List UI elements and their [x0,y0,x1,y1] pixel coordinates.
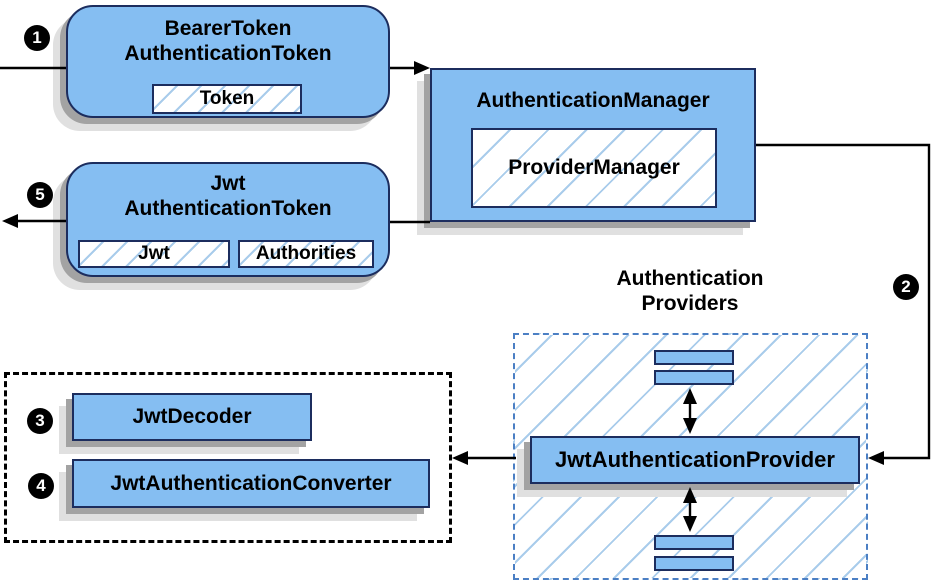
jwt-decoder-node: JwtDecoder [72,393,312,441]
jwt-token-title-line1: Jwt [210,172,246,195]
bearer-token-authentication-token-node: BearerToken AuthenticationToken Token [66,5,390,118]
provider-placeholder-bar [654,556,734,571]
arrow-provider-to-helpers [452,451,516,465]
provider-placeholder-bar [654,350,734,365]
bearer-token-title-line2: AuthenticationToken [124,42,332,65]
step-2-badge: 2 [893,274,919,300]
authentication-providers-group: JwtAuthenticationProvider [513,333,868,580]
step-3-badge: 3 [27,408,53,434]
jwt-token-node-title: Jwt AuthenticationToken [68,171,388,221]
jwt-authentication-provider-node: JwtAuthenticationProvider [530,436,860,484]
step-1-badge: 1 [24,25,50,51]
bearer-token-node-title: BearerToken AuthenticationToken [68,16,388,66]
authentication-providers-label: Authentication Providers [553,266,827,316]
jwt-field: Jwt [78,240,230,268]
provider-manager-field: ProviderManager [471,128,717,208]
bearer-token-title-line1: BearerToken [164,17,292,40]
jwt-helpers-group [4,372,452,543]
authentication-manager-node: AuthenticationManager ProviderManager [430,68,756,222]
arrow-bearer-to-manager [390,61,430,75]
authorities-field: Authorities [238,240,374,268]
provider-placeholder-bar [654,370,734,385]
authentication-manager-title: AuthenticationManager [476,89,710,112]
jwt-token-title-line2: AuthenticationToken [124,197,332,220]
step-4-badge: 4 [28,473,54,499]
provider-placeholder-bar [654,535,734,550]
jwt-authentication-token-node: Jwt AuthenticationToken Jwt Authorities [66,162,390,277]
step-5-badge: 5 [27,182,53,208]
arrow-response-out [2,214,66,228]
providers-label-line1: Authentication [616,267,764,290]
providers-label-line2: Providers [641,292,739,315]
token-field: Token [152,84,302,114]
jwt-authentication-converter-node: JwtAuthenticationConverter [72,459,430,508]
